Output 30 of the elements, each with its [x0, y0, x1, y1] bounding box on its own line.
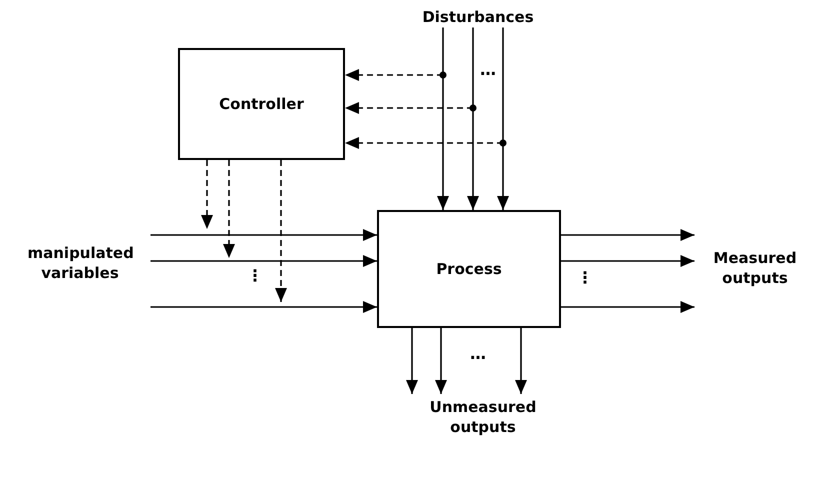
dashed-arrow [201, 160, 213, 229]
arrow [150, 255, 377, 267]
text-label: Unmeasured outputs [428, 398, 538, 437]
dashed-arrow [223, 160, 235, 258]
arrow [561, 229, 694, 241]
arrow [561, 301, 694, 313]
text-label: Measured outputs [712, 249, 798, 288]
process-box [377, 210, 561, 328]
dashed-arrow [345, 102, 473, 114]
text-label: Disturbances [422, 8, 534, 28]
ellipsis-mark: ⋮ [577, 270, 593, 286]
arrow [435, 328, 447, 394]
arrow [437, 28, 449, 210]
arrow [515, 328, 527, 394]
ellipsis-mark: ⋯ [480, 66, 496, 82]
arrow [150, 301, 377, 313]
box-label: Process [436, 260, 502, 278]
arrow [561, 255, 694, 267]
ellipsis-mark: ⋮ [247, 268, 263, 284]
controller-box [178, 48, 345, 160]
box-label: Controller [219, 95, 304, 113]
dashed-arrow [345, 69, 443, 81]
arrow [467, 28, 479, 210]
arrow [497, 28, 509, 210]
dashed-arrow [275, 160, 287, 302]
arrow [406, 328, 418, 394]
text-label: manipulated variables [28, 244, 132, 283]
arrow [150, 229, 377, 241]
ellipsis-mark: ⋯ [470, 350, 486, 366]
dashed-arrow [345, 137, 503, 149]
